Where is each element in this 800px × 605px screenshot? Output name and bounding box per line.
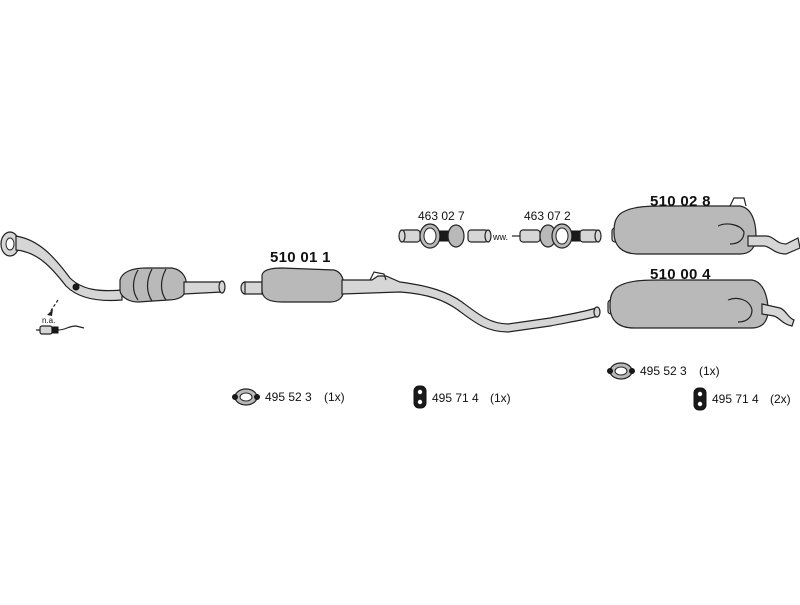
front-pipe bbox=[15, 235, 123, 302]
not-available-note: n.a. bbox=[42, 316, 56, 325]
middle-pipe bbox=[341, 275, 599, 333]
rear-silencer-510-02-8-drawing bbox=[611, 197, 800, 255]
connector-463-07-2 bbox=[519, 223, 602, 249]
connector-a-part-number: 463 02 7 bbox=[418, 209, 465, 223]
mount-right-quantity: (2x) bbox=[770, 392, 791, 406]
lambda-sensor-port bbox=[72, 283, 80, 291]
clamp-right-icon bbox=[607, 362, 635, 380]
clamp-left-quantity: (1x) bbox=[324, 390, 345, 404]
svg-text:ww.: ww. bbox=[492, 232, 508, 242]
front-pipe-with-catalytic-converter bbox=[0, 231, 226, 303]
rubber-mount-right-icon bbox=[693, 387, 707, 411]
rear-silencer-b-part-number: 510 00 4 bbox=[650, 266, 711, 283]
rear-silencer-a-part-number: 510 02 8 bbox=[650, 193, 711, 210]
mount-right-part-number: 495 71 4 bbox=[712, 392, 759, 406]
connector-463-02-7: ww. bbox=[398, 223, 520, 249]
catalytic-converter bbox=[119, 267, 188, 303]
mount-left-part-number: 495 71 4 bbox=[432, 391, 479, 405]
middle-silencer-drawing bbox=[240, 267, 601, 333]
middle-silencer-body bbox=[261, 267, 345, 303]
clamp-right-part-number: 495 52 3 bbox=[640, 364, 687, 378]
rubber-mount-left-icon bbox=[413, 385, 427, 409]
clamp-left-icon bbox=[232, 388, 260, 406]
clamp-left-part-number: 495 52 3 bbox=[265, 390, 312, 404]
middle-silencer-part-number: 510 01 1 bbox=[270, 249, 331, 266]
lambda-sensor bbox=[36, 299, 85, 335]
cat-outlet-pipe bbox=[183, 281, 223, 295]
rear-silencer-510-00-4-drawing bbox=[607, 279, 795, 329]
connector-b-part-number: 463 07 2 bbox=[524, 209, 571, 223]
clamp-right-quantity: (1x) bbox=[699, 364, 720, 378]
mount-left-quantity: (1x) bbox=[490, 391, 511, 405]
